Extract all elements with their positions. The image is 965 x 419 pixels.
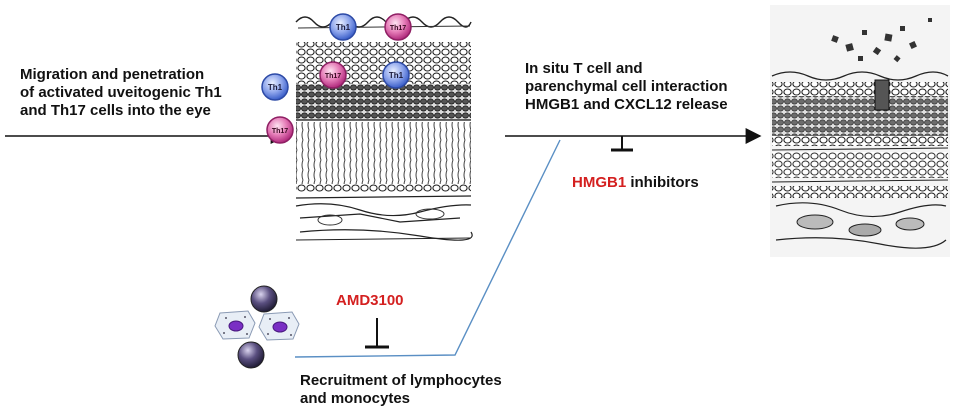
migration-label-line: Migration and penetration (20, 66, 205, 83)
svg-text:Th17: Th17 (272, 128, 288, 135)
amd3100-label: AMD3100 (336, 292, 404, 309)
svg-text:Th17: Th17 (390, 25, 406, 32)
recruitment-label-line: Recruitment of lymphocytes (300, 372, 502, 389)
svg-text:Th1: Th1 (268, 83, 283, 92)
amd3100-inhibition-bar (365, 318, 389, 349)
insitu-label-line: parenchymal cell interaction (525, 78, 728, 95)
svg-text:Th17: Th17 (325, 73, 341, 80)
retina-panel-damaged (770, 5, 950, 257)
hmgb1-inhibitors-label: HMGB1 inhibitors (572, 174, 752, 192)
recruitment-label: Recruitment of lymphocytes and monocytes (300, 372, 560, 408)
recruitment-connector (294, 139, 561, 358)
migration-label-line: and Th17 cells into the eye (20, 102, 211, 119)
lymphocyte-cell (237, 341, 265, 369)
inhibitors-text: inhibitors (626, 174, 699, 191)
migration-label: Migration and penetration of activated u… (20, 66, 280, 120)
hmgb1-text: HMGB1 (572, 174, 627, 191)
retina-panel-normal (295, 5, 473, 241)
monocyte-cell (214, 310, 256, 340)
monocyte-cell (258, 311, 300, 341)
insitu-label-line: HMGB1 and CXCL12 release (525, 96, 728, 113)
th1-cell: Th1 (261, 73, 289, 101)
migration-label-line: of activated uveitogenic Th1 (20, 84, 222, 101)
insitu-label: In situ T cell and parenchymal cell inte… (525, 60, 765, 114)
th1-cell: Th1 (382, 61, 410, 89)
insitu-label-line: In situ T cell and (525, 60, 643, 77)
svg-text:Th1: Th1 (336, 23, 351, 32)
svg-text:Th1: Th1 (389, 71, 404, 80)
th17-cell: Th17 (266, 116, 294, 144)
th17-cell: Th17 (319, 61, 347, 89)
hmgb1-inhibition-bar (611, 136, 633, 152)
th1-cell: Th1 (329, 13, 357, 41)
recruitment-label-line: and monocytes (300, 390, 411, 407)
lymphocyte-cell (250, 285, 278, 313)
th17-cell: Th17 (384, 13, 412, 41)
